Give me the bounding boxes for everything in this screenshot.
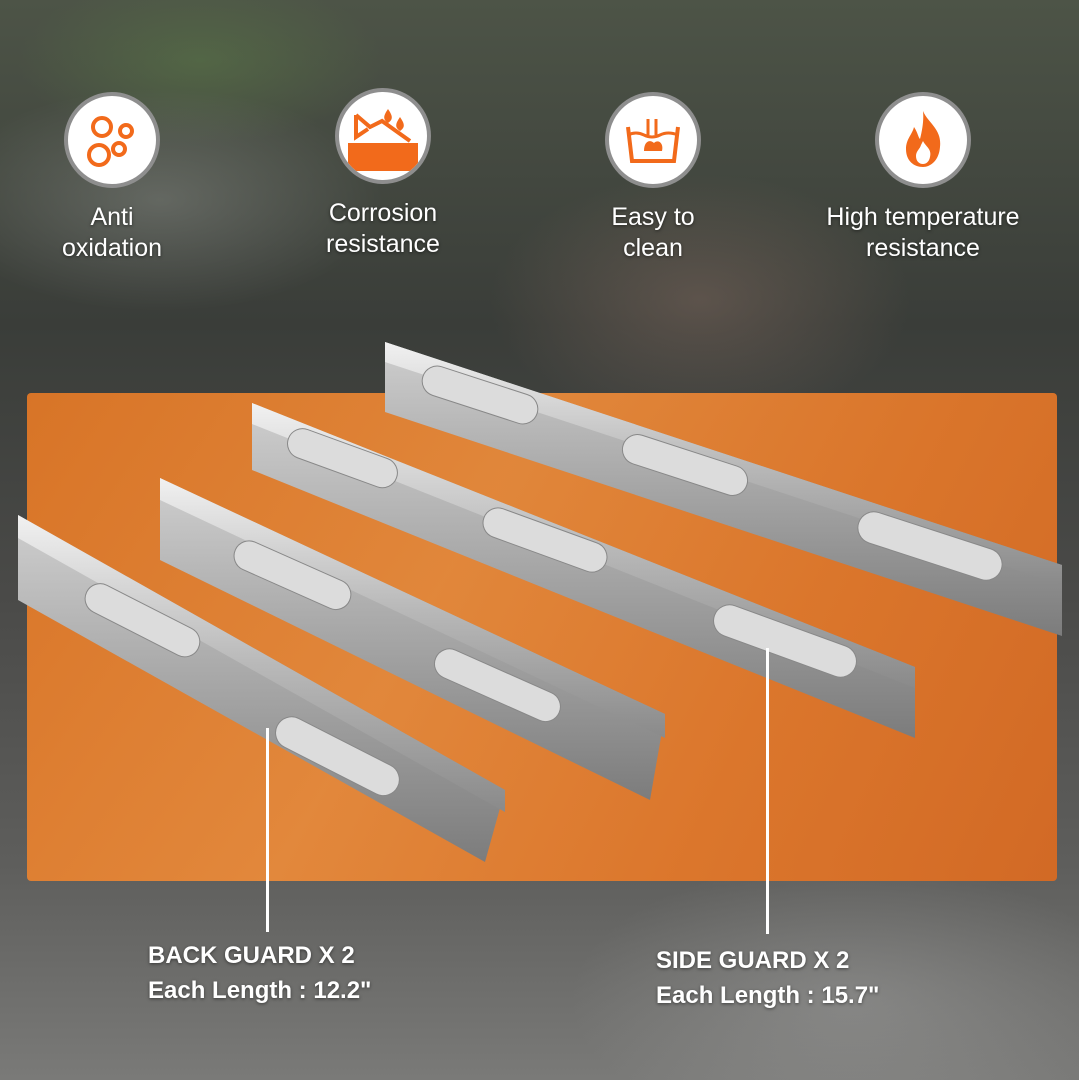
feature-label-line2: resistance xyxy=(866,234,980,262)
back-guard-callout-line xyxy=(266,728,269,932)
flame-icon xyxy=(875,92,971,188)
back-guard-far xyxy=(160,478,665,800)
side-guard-near xyxy=(252,403,915,738)
side-guard-far xyxy=(385,342,1062,636)
water-drops-icon xyxy=(335,88,431,184)
bubbles-icon xyxy=(64,92,160,188)
side-guard-length: Each Length : 15.7" xyxy=(656,982,880,1009)
back-guard-title: BACK GUARD X 2 xyxy=(148,942,355,969)
side-guard-callout: SIDE GUARD X 2 Each Length : 15.7" xyxy=(656,943,879,1013)
back-guard-length: Each Length : 12.2" xyxy=(148,977,372,1004)
feature-label-line1: Corrosion xyxy=(328,199,438,227)
grill-guards-illustration xyxy=(18,342,1062,862)
feature-label-line1: Easy to xyxy=(611,203,695,231)
feature-label-line2: resistance xyxy=(326,230,440,258)
feature-corrosion-resistance: Corrosion resistance xyxy=(263,88,503,260)
feature-label-line2: clean xyxy=(623,234,683,262)
feature-high-temperature-resistance: High temperature resistance xyxy=(783,92,1063,264)
back-guard-near xyxy=(18,515,505,862)
side-guard-callout-line xyxy=(766,648,769,934)
feature-label-line2: oxidation xyxy=(61,234,163,262)
feature-anti-oxidation: Anti oxidation xyxy=(0,92,232,264)
side-guard-title: SIDE GUARD X 2 xyxy=(656,947,850,974)
feature-easy-to-clean: Easy to clean xyxy=(533,92,773,264)
feature-label-line1: High temperature xyxy=(826,203,1020,231)
back-guard-callout: BACK GUARD X 2 Each Length : 12.2" xyxy=(148,938,371,1008)
feature-label-line1: Anti xyxy=(90,203,134,231)
washing-icon xyxy=(605,92,701,188)
